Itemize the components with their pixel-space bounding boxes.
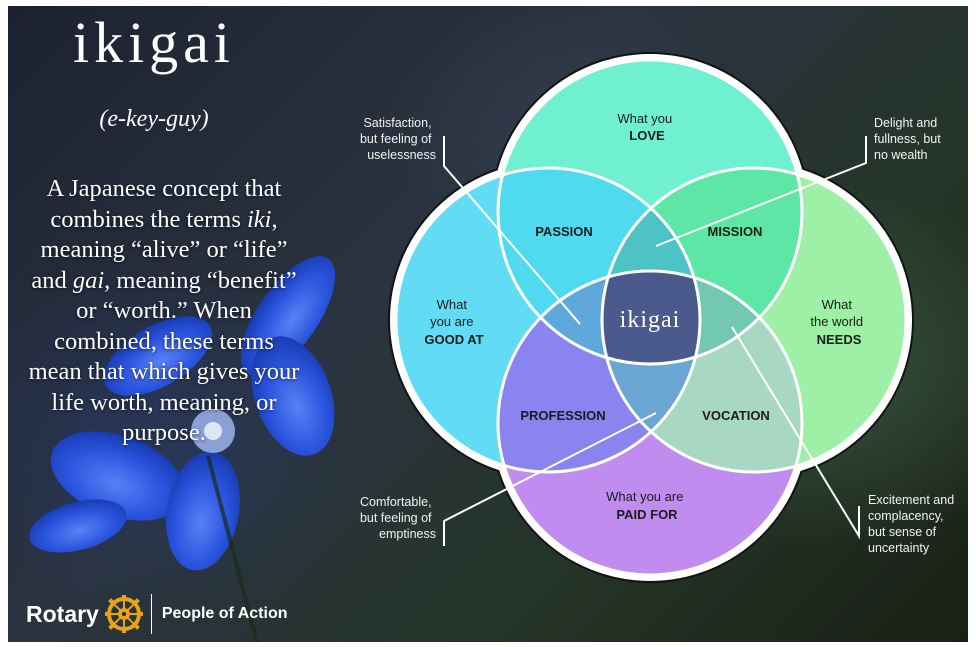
label-world-needs-line2: the world: [810, 314, 863, 329]
label-ikigai-center: ikigai: [620, 307, 681, 333]
label-paid-for-line2: PAID FOR: [616, 507, 678, 522]
pronunciation: (e-key-guy): [99, 106, 209, 132]
label-good-at-line2: you are: [430, 314, 473, 329]
annotation-leader-lines: [443, 136, 867, 546]
ikigai-poster: ikigai (e-key-guy) A Japanese concept th…: [8, 6, 968, 642]
label-passion: PASSION: [535, 224, 593, 239]
ikigai-venn-diagram: What you LOVE What you are GOOD AT What …: [360, 52, 959, 583]
concept-description: A Japanese concept that combines the ter…: [28, 174, 300, 449]
description-part-2: , meaning “alive” or “life” and: [31, 205, 288, 294]
label-world-needs-line1: What: [822, 297, 853, 312]
note-bottom-left-line3: emptiness: [379, 527, 436, 541]
svg-text:Satisfaction, but feelin: Satisfaction, but feeling of uselessness: [360, 114, 436, 162]
label-good-at-line1: What: [437, 297, 468, 312]
label-profession: PROFESSION: [520, 408, 605, 423]
note-bottom-right-line1: Excitement and: [868, 493, 954, 507]
note-bottom-left-line1: Comfortable,: [360, 495, 432, 509]
svg-text:Comfortable, but feeling: Comfortable, but feeling of emptiness: [360, 493, 436, 541]
note-bottom-right-line2: complacency,: [868, 509, 944, 523]
term-iki: iki: [247, 205, 272, 233]
description-part-3: , meaning “benefit” or “worth.” When com…: [28, 266, 300, 447]
label-love-line2: LOVE: [629, 128, 665, 143]
label-paid-for-line1: What you are: [606, 489, 683, 504]
svg-text:Excitement and complacen: Excitement and complacency, but sense of…: [868, 491, 959, 555]
svg-text:Delight and fullness, bu: Delight and fullness, but no wealth: [874, 114, 945, 162]
page-title: ikigai: [72, 10, 236, 75]
logo-divider: [150, 594, 152, 634]
rotary-tagline: People of Action: [161, 605, 288, 622]
svg-text:What you are GOOD: What you are GOOD AT: [424, 296, 483, 347]
rotary-wheel-icon: [104, 595, 143, 633]
rotary-logo: Rotary: [26, 594, 288, 634]
label-good-at-line3: GOOD AT: [424, 332, 483, 347]
svg-text:What you LOVE: What you LOVE: [617, 110, 676, 143]
svg-text:What you are PAID FOR: What you are PAID FOR: [606, 488, 688, 522]
blue-flower-illustration: [29, 256, 336, 642]
note-top-left-line1: Satisfaction,: [363, 116, 431, 130]
label-vocation: VOCATION: [702, 408, 770, 423]
rotary-wordmark: Rotary: [26, 600, 99, 627]
svg-text:What the world NEE: What the world NEEDS: [810, 296, 867, 347]
venn-circle-strokes: [394, 58, 908, 577]
term-gai: gai: [72, 266, 105, 294]
note-top-left-line2: but feeling of: [360, 132, 432, 146]
note-top-left-line3: uselessness: [367, 148, 436, 162]
label-world-needs-line3: NEEDS: [817, 332, 862, 347]
note-bottom-right-line3: but sense of: [868, 525, 937, 539]
note-top-right-line1: Delight and: [874, 116, 937, 130]
note-bottom-right-line4: uncertainty: [868, 541, 930, 555]
note-bottom-left-line2: but feeling of: [360, 511, 432, 525]
note-top-right-line2: fullness, but: [874, 132, 941, 146]
label-mission: MISSION: [708, 224, 763, 239]
description-part-1: A Japanese concept that combines the ter…: [46, 175, 282, 233]
note-top-right-line3: no wealth: [874, 148, 928, 162]
label-love-line1: What you: [617, 111, 672, 126]
